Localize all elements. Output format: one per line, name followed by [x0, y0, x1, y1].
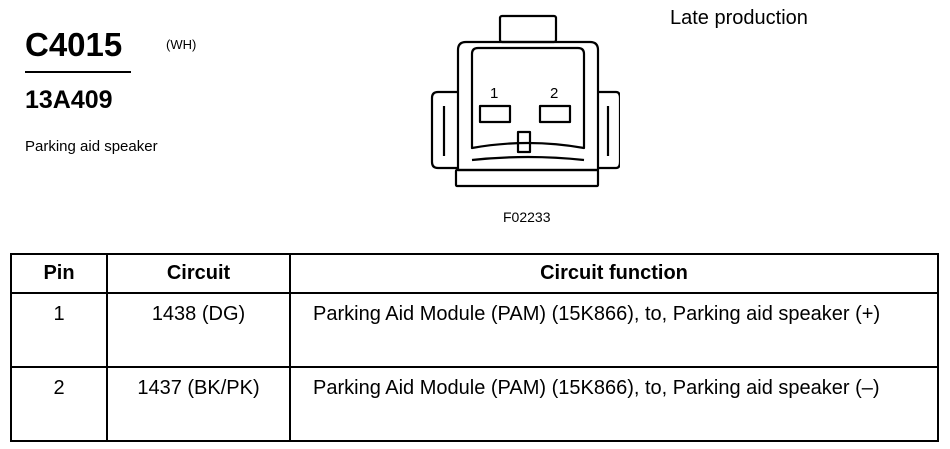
column-header-circuit-function: Circuit function — [289, 253, 939, 294]
column-header-pin: Pin — [10, 253, 108, 294]
production-note: Late production — [670, 7, 808, 29]
pin-cell: 1 — [10, 292, 108, 368]
pin-2-terminal — [538, 104, 572, 124]
connector-id-underline — [25, 71, 131, 73]
part-number: 13A409 — [25, 86, 113, 114]
connector-color-code: (WH) — [166, 37, 197, 52]
connector-cavity-outline — [470, 46, 586, 150]
pin-2-label: 2 — [550, 85, 558, 102]
circuit-cell: 1438 (DG) — [106, 292, 291, 368]
figure-code: F02233 — [503, 209, 551, 225]
pin-cell: 2 — [10, 366, 108, 442]
connector-id: C4015 — [25, 26, 123, 63]
circuit-cell: 1437 (BK/PK) — [106, 366, 291, 442]
pin-1-terminal — [478, 104, 512, 124]
connector-lock-tab — [498, 14, 558, 44]
connector-left-latch — [430, 90, 458, 170]
connector-face-drawing: 1 2 — [430, 14, 620, 188]
connector-bottom-rail — [454, 168, 600, 188]
connector-right-latch — [598, 90, 620, 170]
circuit-function-cell: Parking Aid Module (PAM) (15K866), to, P… — [289, 292, 939, 368]
connector-key — [516, 130, 532, 154]
circuit-function-cell: Parking Aid Module (PAM) (15K866), to, P… — [289, 366, 939, 442]
pin-1-label: 1 — [490, 85, 498, 102]
table-row: 2 1437 (BK/PK) Parking Aid Module (PAM) … — [10, 366, 939, 442]
connector-description: Parking aid speaker — [25, 138, 158, 155]
column-header-circuit: Circuit — [106, 253, 291, 294]
table-row: 1 1438 (DG) Parking Aid Module (PAM) (15… — [10, 292, 939, 368]
pin-table: Pin Circuit Circuit function 1 1438 (DG)… — [10, 253, 939, 442]
table-header-row: Pin Circuit Circuit function — [10, 253, 939, 294]
